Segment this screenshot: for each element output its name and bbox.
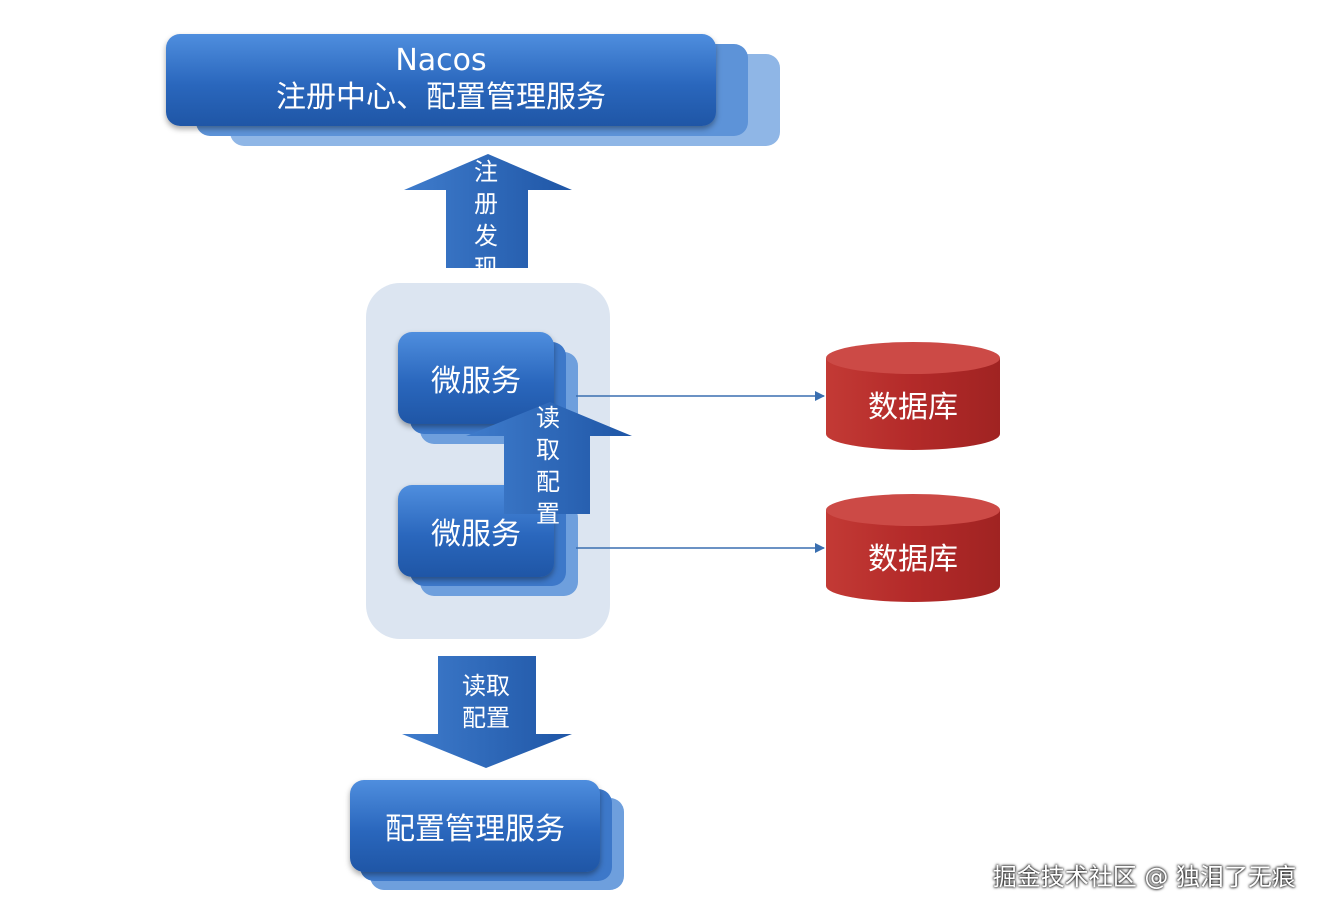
config-service-box[interactable]: 配置管理服务 [350, 780, 600, 872]
database-cylinder-2[interactable] [820, 490, 1006, 608]
read-config-down-label: 读取配置 [462, 672, 510, 732]
register-discover-arrow [404, 154, 572, 268]
read-config-down-arrow [402, 656, 572, 768]
watermark: 掘金技术社区 @ 独泪了无痕 [992, 863, 1296, 891]
nacos-subtitle: 注册中心、配置管理服务 [276, 80, 606, 115]
read-config-inner-label: 读取配置 [536, 404, 560, 528]
microservice-2-label: 微服务 [431, 517, 521, 552]
register-discover-label: 注册发现 [474, 158, 498, 282]
microservice-box-1[interactable]: 微服务 [398, 332, 554, 424]
microservice-1-label: 微服务 [431, 364, 521, 399]
connectors [576, 391, 825, 553]
nacos-title: Nacos [395, 43, 487, 78]
config-service-label: 配置管理服务 [385, 812, 565, 847]
database-1-label: 数据库 [868, 390, 958, 425]
database-cylinder-1[interactable] [820, 338, 1006, 456]
database-2-label: 数据库 [868, 542, 958, 577]
read-config-inner-arrow [466, 402, 632, 514]
nacos-box[interactable]: Nacos 注册中心、配置管理服务 [166, 34, 716, 126]
